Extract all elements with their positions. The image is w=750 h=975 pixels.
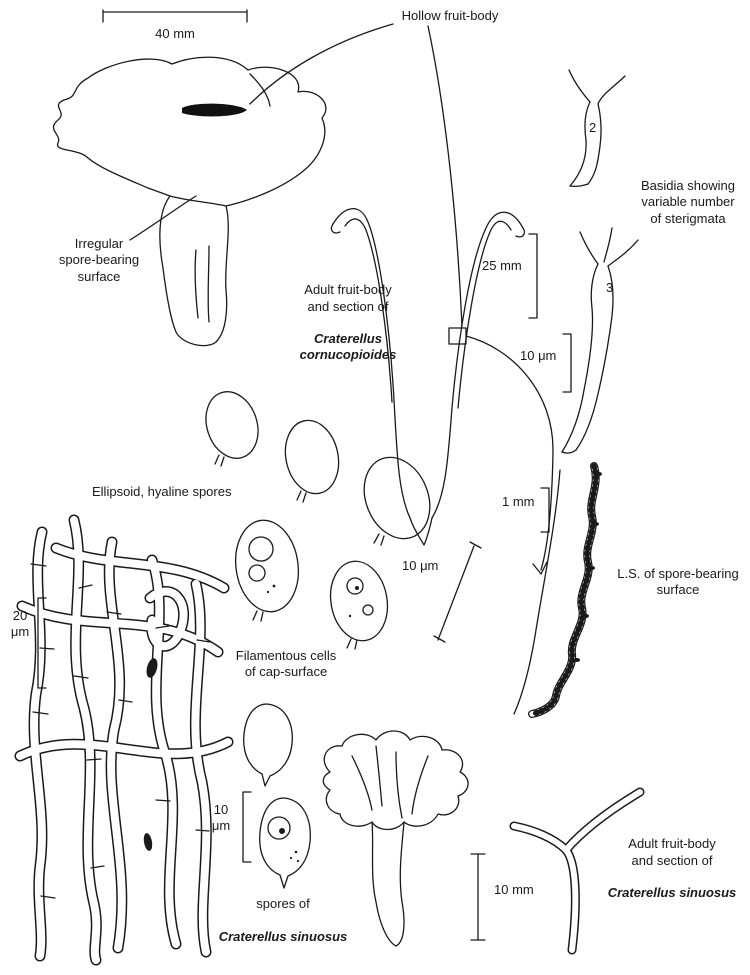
ellipsoid-spores-label: Ellipsoid, hyaline spores [92,484,232,499]
spores-of-text: spores of [256,896,310,912]
scale-bar-25mm [528,233,538,319]
basidium-2-drawing [568,69,626,188]
sinuosus-spores-drawing [243,703,311,889]
basidia-label: Basidia showing variable number of steri… [641,178,735,226]
spores-of-sinuosus-label: spores of Craterellus sinuosus [210,880,356,961]
detail-box-arrow [465,335,554,575]
scale-10um-sinuosus-label: 10 μm [211,802,231,834]
irregular-surface-label: Irregular spore-bearing surface [58,236,140,284]
cap-top-view-drawing [52,56,327,347]
hollow-fruit-body-leaders [249,23,463,327]
ls-surface-label: L.S. of spore-bearing surface [617,566,739,598]
adult-cornucopioides-label: Adult fruit-body and section of Craterel… [276,266,420,380]
scale-10mm-label: 10 mm [494,882,534,897]
adult-cornucopioides-text: Adult fruit-body and section of [304,282,392,314]
scale-bar-10um-sinuosus [242,791,252,863]
hyaline-spores-drawing [205,391,431,650]
sinuosus-species-name-spores: Craterellus sinuosus [218,928,348,944]
basidium-2-number: 2 [589,120,597,135]
scale-10um-spores-label: 10 μm [402,558,439,573]
cornucopioides-species-name: Craterellus cornucopioides [299,331,397,363]
scale-bar-40mm [102,9,248,23]
scale-bar-10um-spores [433,541,482,643]
scale-40mm-label: 40 mm [155,26,195,41]
sinuosus-fruit-body-drawing [322,730,469,947]
scale-25mm-label: 25 mm [482,258,522,273]
scale-20um-label: 20 μm [10,608,30,640]
hollow-fruit-body-label: Hollow fruit-body [401,8,499,23]
scale-bar-1mm [540,487,550,533]
scale-bar-10um-basidia [562,333,572,393]
irregular-surface-leader [129,195,197,241]
scale-10um-basidia-label: 10 μm [520,348,557,363]
scale-bar-20um [37,597,47,689]
sinuosus-section-drawing [509,787,645,955]
basidium-3-number: 3 [606,280,614,295]
section-detail-box [448,327,467,345]
filamentous-cells-label: Filamentous cells of cap-surface [235,648,337,680]
adult-sinuosus-label: Adult fruit-body and section of Craterel… [594,820,750,918]
scale-1mm-label: 1 mm [502,494,535,509]
ls-spore-surface-drawing [513,462,602,718]
adult-sinuosus-text: Adult fruit-body and section of [628,836,716,868]
hollow-opening-spot [182,103,247,117]
fruit-body-section-drawing [330,208,526,546]
filamentous-cells-drawing [14,514,234,966]
basidium-3-drawing [561,227,639,454]
sinuosus-species-name-adult: Craterellus sinuosus [607,885,737,900]
scale-bar-10mm [470,853,486,941]
